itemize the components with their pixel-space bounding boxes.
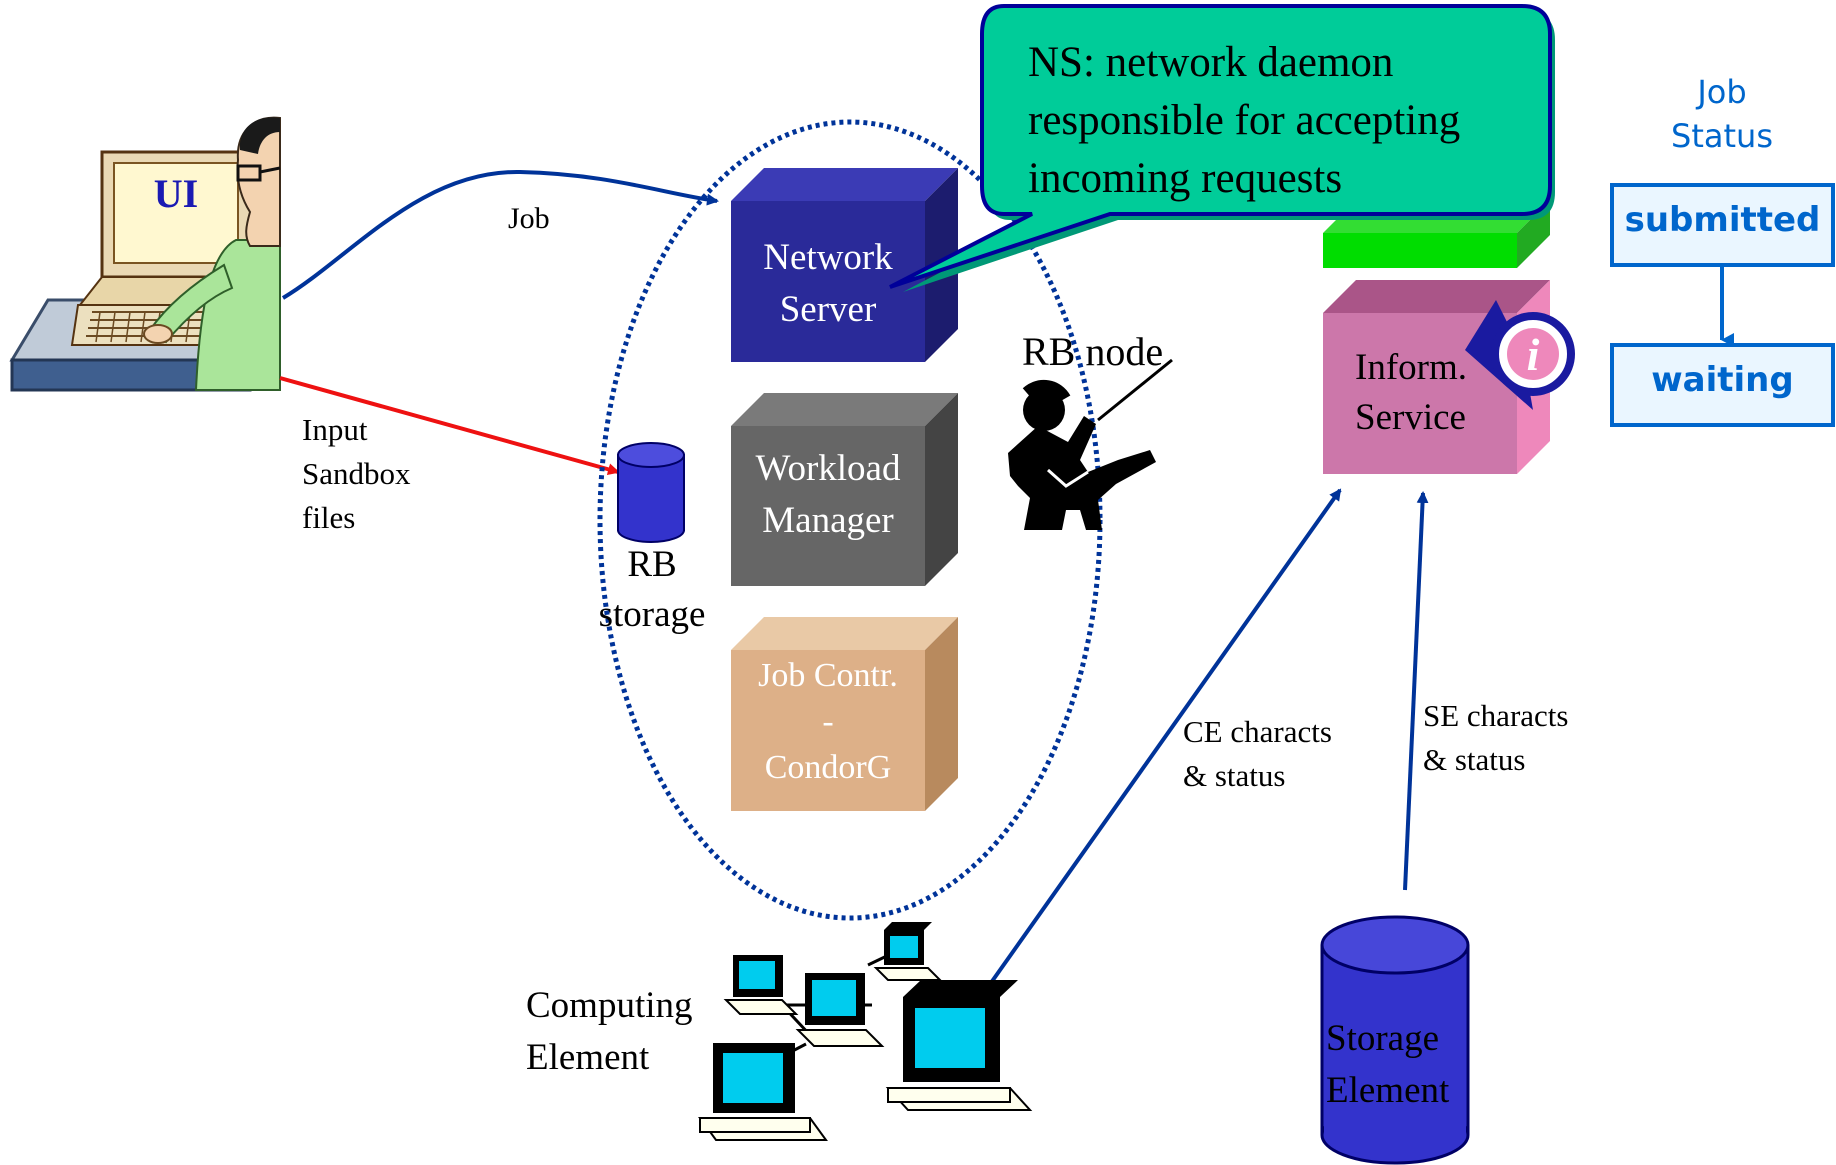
job-controller-label: Job Contr. - CondorG [758,657,898,786]
status-box-submitted [1610,183,1835,267]
status-waiting-label: waiting [1651,360,1794,400]
rb-node-label: RB node [1022,329,1164,374]
info-icon: i [1465,300,1575,410]
workload-manager-label: Workload Manager [755,448,901,541]
status-box-waiting [1610,343,1835,427]
workload-manager-box [731,393,958,586]
rb-storage-label: RB storage [598,544,706,635]
network-server-box [731,168,958,362]
se-status-label: SE characts & status [1423,698,1569,777]
computing-element-label: Computing Element [526,985,693,1078]
ui-label: UI [153,171,199,216]
ns-callout-bubble [889,3,1555,292]
network-server-label: Network Server [763,237,893,330]
svg-text:i: i [1527,329,1540,380]
job-arrow [281,169,719,300]
se-status-arrow [1403,491,1429,891]
storage-element-label: Storage Element [1326,1018,1450,1111]
status-submitted-label: submitted [1624,200,1821,240]
sandbox-label: Input Sandbox files [302,412,411,535]
job-status-title: Job Status [1671,73,1773,155]
info-service-label: Inform. Service [1355,347,1467,438]
ui-computer-user-icon [9,116,281,392]
sandbox-arrow [279,376,620,476]
computing-element-computers-icon [698,922,1033,1141]
conductor-icon [1008,358,1173,530]
rb-storage-cylinder [617,442,685,543]
ns-callout-text: NS: network daemon responsible for accep… [1028,39,1461,202]
job-arrow-label: Job [508,202,550,235]
ce-status-label: CE characts & status [1183,714,1332,793]
job-controller-box [731,617,958,811]
ce-status-arrow [986,488,1342,989]
storage-element-cylinder [1320,915,1470,1165]
